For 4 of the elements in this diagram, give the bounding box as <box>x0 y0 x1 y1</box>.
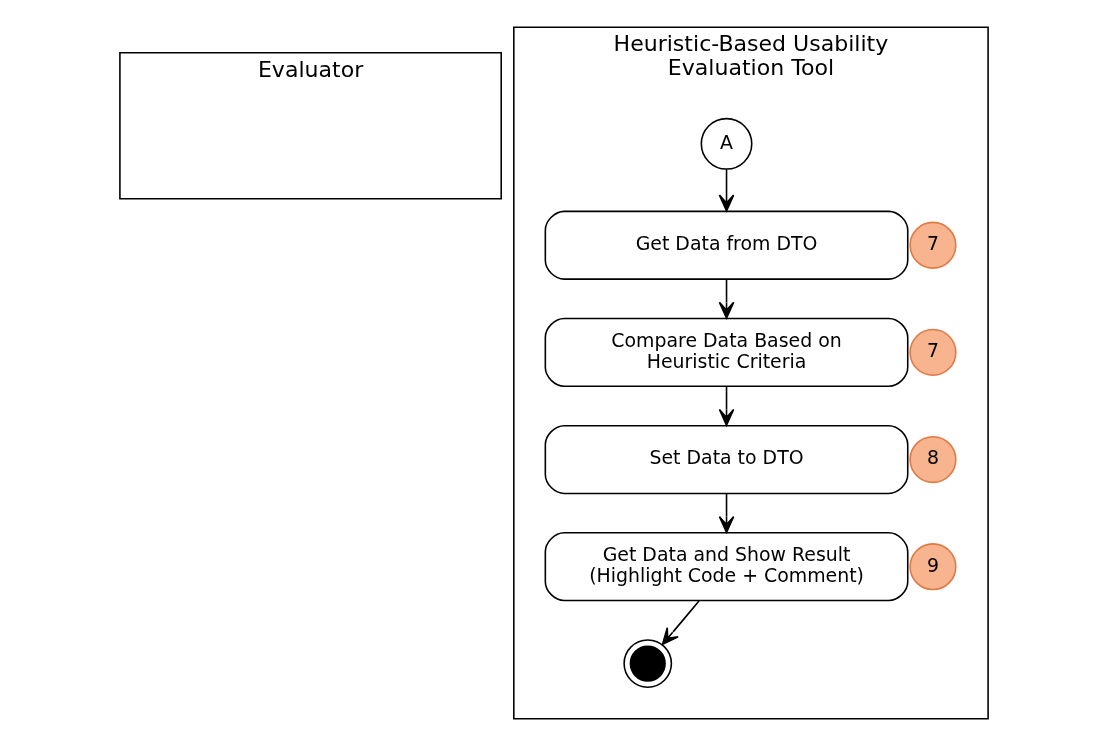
node-label: 7 <box>926 339 939 362</box>
node-label: 8 <box>926 446 939 469</box>
node-label: 9 <box>926 553 939 576</box>
node-label: 7 <box>926 232 939 255</box>
